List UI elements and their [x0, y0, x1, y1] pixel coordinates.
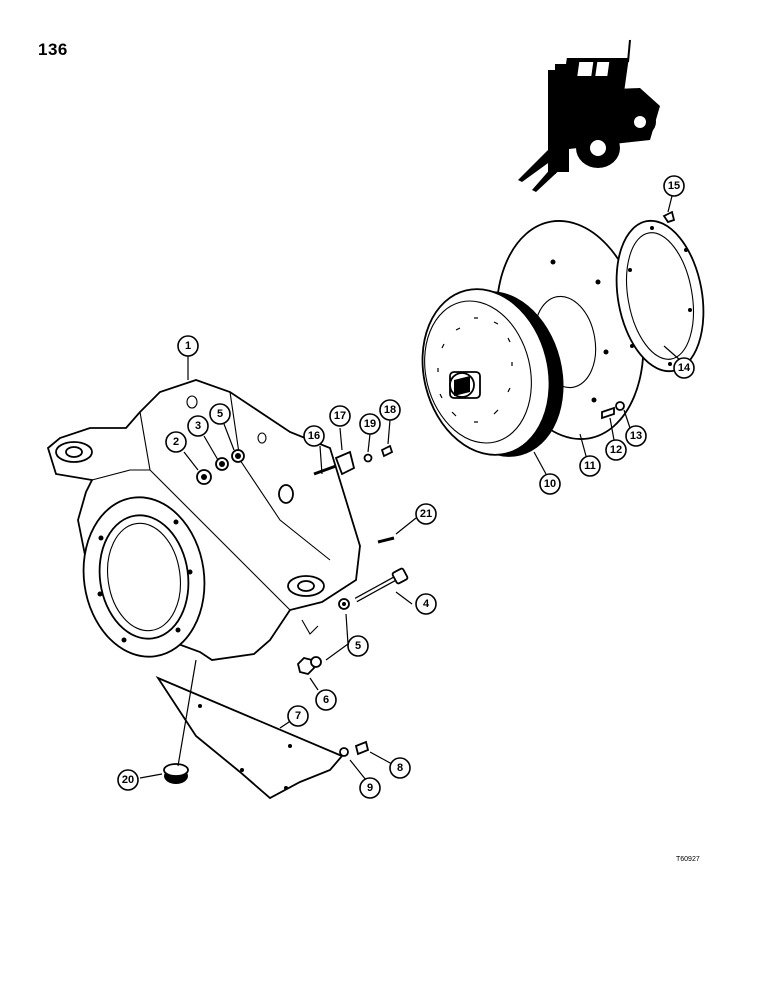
page-number: 136 [38, 40, 68, 59]
svg-text:16: 16 [308, 430, 320, 442]
bolt-12 [601, 406, 615, 420]
callout-20: 20 [117, 769, 139, 791]
svg-text:17: 17 [334, 410, 346, 422]
washer-19 [363, 453, 373, 463]
pin-21 [377, 536, 395, 544]
svg-text:20: 20 [122, 774, 134, 786]
svg-text:14: 14 [678, 362, 691, 374]
washer-13 [615, 401, 625, 411]
callout-18: 18 [379, 399, 401, 421]
callout-10: 10 [539, 473, 561, 495]
callout-3: 3 [187, 415, 209, 437]
cap-17 [334, 450, 356, 476]
washer-5-lower [310, 656, 322, 668]
callout-7: 7 [287, 705, 309, 727]
callout-21: 21 [415, 503, 437, 525]
bolt-4 [354, 567, 409, 603]
drawing-reference-number: T60927 [676, 856, 700, 863]
callout-6: 6 [315, 689, 337, 711]
bolt-8 [354, 740, 370, 756]
callout-16: 16 [303, 425, 325, 447]
screw-18 [380, 444, 394, 458]
callout-15: 15 [663, 175, 685, 197]
callout-4: 4 [415, 593, 437, 615]
svg-text:12: 12 [610, 444, 622, 456]
svg-text:18: 18 [384, 404, 396, 416]
callout-19: 19 [359, 413, 381, 435]
callout-17: 17 [329, 405, 351, 427]
fastener-15 [662, 210, 676, 224]
callout-5-lower: 5 [347, 635, 369, 657]
torque-converter [421, 288, 564, 457]
svg-text:9: 9 [367, 782, 373, 794]
callout-5-upper: 5 [209, 403, 231, 425]
svg-text:11: 11 [584, 460, 596, 472]
svg-text:5: 5 [355, 640, 361, 652]
svg-text:15: 15 [668, 180, 680, 192]
adapter-ring [615, 219, 705, 373]
washer-9 [339, 747, 349, 757]
svg-text:10: 10 [544, 478, 556, 490]
svg-text:2: 2 [173, 436, 179, 448]
svg-text:13: 13 [630, 430, 642, 442]
cover-plate [155, 676, 344, 800]
svg-text:4: 4 [423, 598, 430, 610]
forklift-illustration [518, 39, 660, 192]
callout-14: 14 [673, 357, 695, 379]
svg-text:19: 19 [364, 418, 376, 430]
svg-text:21: 21 [420, 508, 432, 520]
svg-text:5: 5 [217, 408, 223, 420]
svg-text:8: 8 [397, 762, 403, 774]
svg-text:6: 6 [323, 694, 329, 706]
callout-12: 12 [605, 439, 627, 461]
svg-text:1: 1 [185, 340, 191, 352]
callout-1: 1 [177, 335, 199, 357]
plug-20 [163, 763, 189, 784]
callout-9: 9 [359, 777, 381, 799]
nut-6 [297, 657, 315, 675]
callout-13: 13 [625, 425, 647, 447]
svg-text:3: 3 [195, 420, 201, 432]
callout-11: 11 [579, 455, 601, 477]
tube-16 [313, 464, 337, 476]
callout-8: 8 [389, 757, 411, 779]
transmission-housing [46, 379, 361, 661]
callout-2: 2 [165, 431, 187, 453]
svg-text:7: 7 [295, 710, 301, 722]
